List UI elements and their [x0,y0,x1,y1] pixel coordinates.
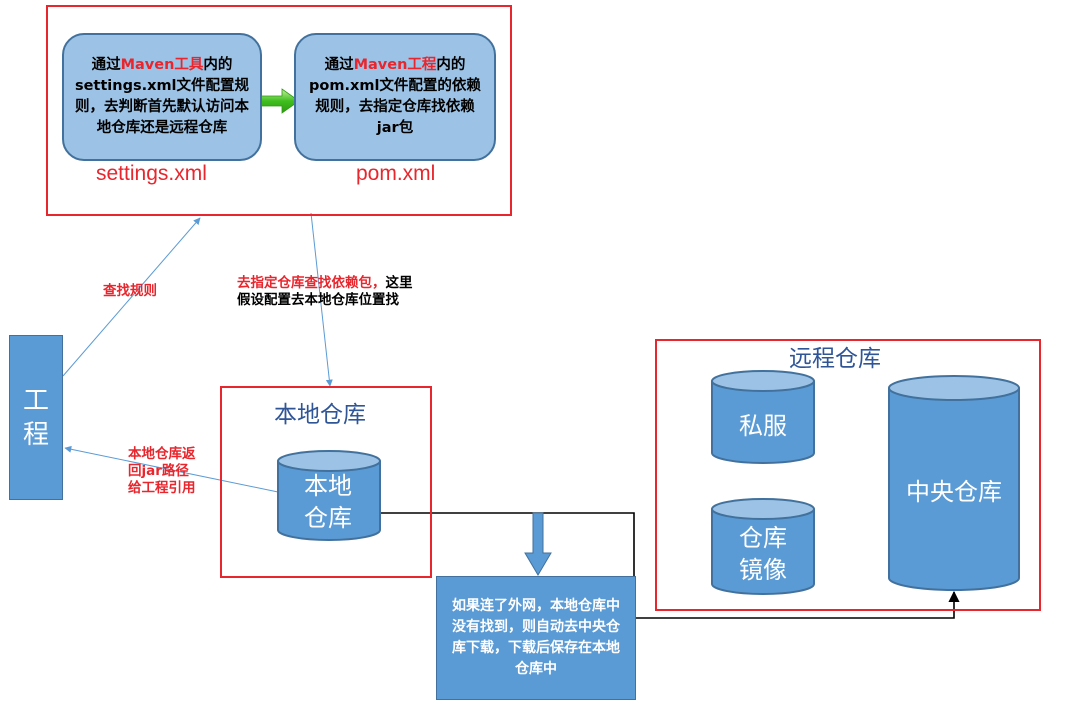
private-server-label: 私服 [739,412,787,440]
settings-text-rest: settings.xml文件配置规则，去判断首先默认访问本地仓库还是远程仓库 [74,78,250,136]
local-repo-cylinder [277,450,381,541]
down-arrow [524,512,552,576]
pom-label: pom.xml [356,162,436,185]
project-box: 工程 [9,335,63,500]
local-repo-title: 本地仓库 [274,402,366,428]
find-rules-note: 查找规则 [103,283,157,299]
goto-repo-note-red: 去指定仓库查找依赖包， [237,275,386,291]
goto-local-arrow [310,212,333,387]
private-server-cylinder [711,370,815,464]
pom-text-rest: pom.xml文件配置的依赖规则，去指定仓库找依赖jar包 [309,78,481,136]
pom-box: 通过Maven工程内的 pom.xml文件配置的依赖规则，去指定仓库找依赖jar包 [294,33,496,161]
download-box: 如果连了外网，本地仓库中没有找到，则自动去中央仓库下载，下载后保存在本地仓库中 [436,576,636,700]
project-label: 工程 [22,385,49,450]
settings-text-post: 内的 [203,57,233,73]
goto-repo-note-black: 这里假设配置去本地仓库位置找 [237,275,413,308]
return-path-arrow [64,445,279,493]
find-rules-arrow [62,217,201,377]
settings-label: settings.xml [96,162,207,185]
green-flow-arrow [258,88,300,114]
remote-repo-frame [655,339,1041,611]
mirror-cylinder [711,498,815,595]
pom-text-post: 内的 [436,57,466,73]
config-frame [46,5,512,216]
settings-text-red: Maven工具 [120,57,204,73]
download-text: 如果连了外网，本地仓库中没有找到，则自动去中央仓库下载，下载后保存在本地仓库中 [452,598,620,677]
central-repo-label: 中央仓库 [906,478,1002,506]
pom-text-pre: 通过 [324,57,354,73]
return-path-note: 本地仓库返回jar路径给工程引用 [128,446,196,496]
settings-text-pre: 通过 [91,57,121,73]
local-repo-frame [220,386,432,578]
local-repo-cylinder-label: 本地仓库 [304,472,352,532]
central-repo-cylinder [888,375,1020,591]
settings-box: 通过Maven工具内的 settings.xml文件配置规则，去判断首先默认访问本… [62,33,262,161]
pom-text-red: Maven工程 [353,57,437,73]
remote-repo-title: 远程仓库 [789,346,881,372]
mirror-label: 仓库镜像 [739,524,787,584]
goto-repo-note: 去指定仓库查找依赖包，这里假设配置去本地仓库位置找 [237,275,413,309]
